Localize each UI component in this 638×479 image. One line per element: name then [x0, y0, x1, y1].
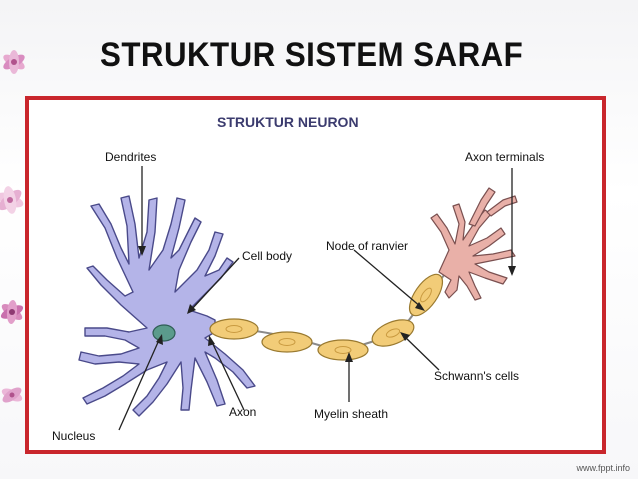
myelin-segment: [317, 339, 369, 361]
diagram-title: STRUKTUR NEURON: [217, 114, 359, 130]
flower-lower: [0, 300, 24, 324]
myelin-segments: [209, 273, 444, 361]
flower-top: [3, 50, 25, 74]
flower-bottom: [1, 387, 23, 403]
leader-lines: [118, 166, 513, 431]
label-myelin-sheath: Myelin sheath: [314, 407, 388, 421]
nucleus-shape: [152, 324, 176, 342]
label-schwanns-cells: Schwann's cells: [434, 369, 519, 383]
label-axon-terminals: Axon terminals: [465, 150, 544, 164]
axon-terminals-shape: [430, 187, 518, 301]
myelin-segment: [261, 331, 313, 353]
label-dendrites: Dendrites: [105, 150, 156, 164]
label-node-of-ranvier: Node of ranvier: [326, 239, 408, 253]
myelin-segment: [371, 319, 415, 347]
footer-credit: www.fppt.info: [576, 463, 630, 473]
myelin-segment: [209, 318, 259, 340]
flower-middle: [0, 186, 24, 214]
leader-arrowheads: [138, 246, 516, 362]
label-axon: Axon: [229, 405, 256, 419]
label-cell-body: Cell body: [242, 249, 292, 263]
neuron-diagram: STRUKTUR NEURON: [52, 114, 544, 443]
cell-body-shape: [78, 195, 256, 417]
slide-title: STRUKTUR SISTEM SARAF: [100, 36, 524, 74]
label-nucleus: Nucleus: [52, 429, 95, 443]
diagram-frame: STRUKTUR NEURON: [25, 96, 606, 454]
decorative-flowers: [0, 50, 25, 403]
